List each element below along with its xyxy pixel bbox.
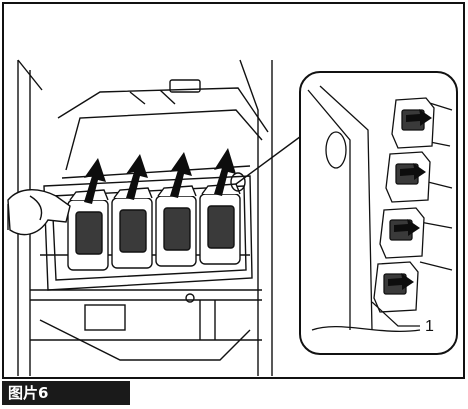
open-cover [57,79,269,179]
cabinet-body [17,59,273,376]
hand-illustration [7,189,71,236]
figure-frame [2,2,465,379]
right-arrow-icon [394,219,420,236]
up-arrow-icon [214,148,236,196]
right-arrow-icon [388,273,414,290]
callout-label-1: 1 [425,318,434,335]
detail-source-marker [230,172,246,192]
inset-battery-3 [379,207,425,259]
up-arrow-icon [170,152,192,198]
battery-3 [155,185,197,267]
callout-leader-line [371,301,420,327]
up-arrow-icon [126,154,148,200]
up-arrow-icon [84,158,106,204]
inset-interior [307,85,453,333]
battery-2 [111,187,153,269]
right-arrow-icon [400,163,426,180]
inset-battery-1 [391,97,435,149]
inset-battery-4 [373,261,419,313]
figure-caption: 图片6 [2,381,130,405]
right-arrow-icon [406,109,432,126]
inset-battery-2 [385,151,431,203]
battery-4 [199,183,241,265]
